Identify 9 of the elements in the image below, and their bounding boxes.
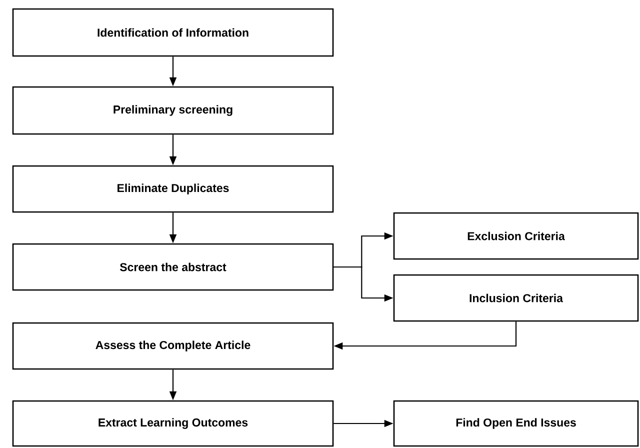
process-box: Find Open End Issues — [393, 400, 639, 447]
process-box: Identification of Information — [12, 8, 334, 57]
process-box: Exclusion Criteria — [393, 212, 639, 260]
process-box: Assess the Complete Article — [12, 322, 334, 370]
process-box: Preliminary screening — [12, 86, 334, 135]
process-box: Extract Learning Outcomes — [12, 400, 334, 447]
process-box: Eliminate Duplicates — [12, 165, 334, 213]
process-box: Screen the abstract — [12, 243, 334, 291]
process-box: Inclusion Criteria — [393, 274, 639, 322]
